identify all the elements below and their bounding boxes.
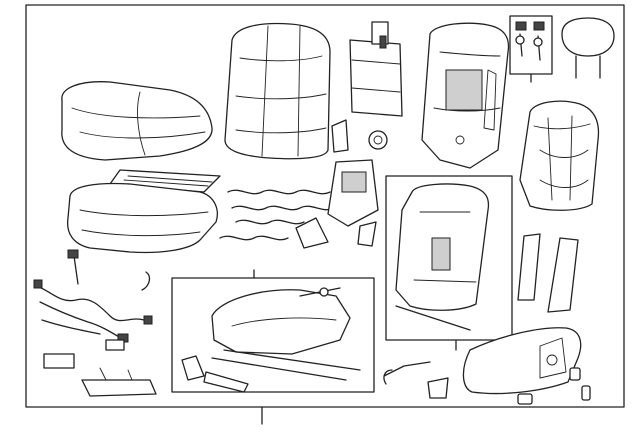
seatback-frame-wiring bbox=[519, 100, 600, 211]
seat-heater-mat bbox=[109, 169, 221, 193]
seat-springs bbox=[219, 189, 335, 241]
wiring-harness bbox=[33, 249, 153, 369]
side-trim-panels bbox=[517, 233, 579, 313]
headrest bbox=[561, 17, 615, 79]
seat-cushion-cover bbox=[61, 81, 213, 161]
release-handle-parts bbox=[383, 361, 449, 399]
seatback-frame-box bbox=[385, 175, 513, 351]
recliner-mechanism bbox=[295, 119, 388, 249]
seatback-pad bbox=[421, 22, 510, 169]
diagram-frame bbox=[25, 4, 625, 425]
seatback-cover bbox=[224, 22, 331, 160]
seatback-panel bbox=[349, 21, 403, 117]
seat-outer-trim bbox=[462, 327, 591, 405]
seat-adjuster-box bbox=[171, 269, 375, 393]
seat-cushion-pad bbox=[66, 182, 218, 254]
seat-mount-bracket bbox=[81, 367, 157, 397]
hardware-kit bbox=[509, 15, 553, 83]
